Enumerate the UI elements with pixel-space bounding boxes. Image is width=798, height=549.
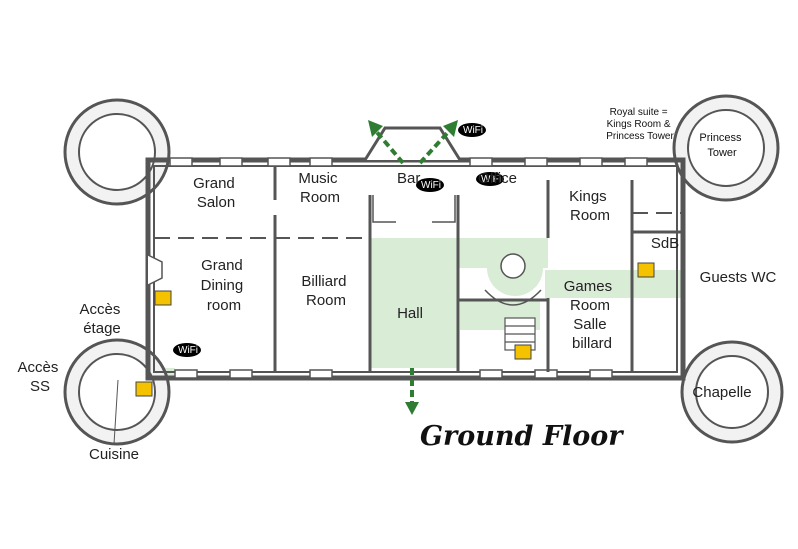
wifi-icon: WiFi <box>458 123 486 137</box>
grand-salon-label: Grand Salon <box>193 175 239 211</box>
grand-dining-label: Grand Dining room <box>201 257 248 314</box>
spiral-stair <box>484 253 542 306</box>
window-niches <box>169 157 648 379</box>
door-swings <box>372 195 456 223</box>
stairs-sign-icon <box>135 262 655 397</box>
map-title: Ground Floor <box>420 421 624 452</box>
guests-wc-label: Guests WC <box>700 269 777 286</box>
billiard-room-label: Billiard Room <box>301 273 350 309</box>
bar-bay <box>363 126 462 161</box>
room-labels: Grand Salon Music Room Bar Office Kings … <box>17 107 776 463</box>
princess-tower-label: Princess Tower <box>699 132 744 159</box>
svg-text:WiFi: WiFi <box>178 345 198 356</box>
exit-arrow-heads <box>368 120 458 415</box>
wifi-icon: WiFi <box>476 172 504 186</box>
tower-se <box>680 340 784 444</box>
music-room-label: Music Room <box>298 170 341 206</box>
wifi-icon: WiFi <box>416 178 444 192</box>
dashed-partition <box>154 212 683 239</box>
acces-etage-label: Accès étage <box>79 301 124 337</box>
svg-text:WiFi: WiFi <box>421 180 441 191</box>
salle-billard-label: Salle billard <box>572 316 612 352</box>
cuisine-leader <box>113 379 119 445</box>
royal-suite-note: Royal suite = Kings Room & Princess Towe… <box>606 107 674 142</box>
tower-nw <box>63 98 171 206</box>
west-niche <box>147 254 163 286</box>
wifi-icons: WiFi WiFi WiFi WiFi <box>173 123 504 357</box>
acces-ss-label: Accès SS <box>17 359 62 395</box>
games-room-label: Games Room <box>564 278 617 314</box>
tower-ne <box>672 94 780 202</box>
sdb-label: SdB <box>651 235 679 252</box>
svg-text:WiFi: WiFi <box>463 125 483 136</box>
wifi-icon: WiFi <box>173 343 201 357</box>
exit-arrow-icon <box>373 128 452 405</box>
interior-walls <box>273 166 683 372</box>
kings-room-label: Kings Room <box>569 188 611 224</box>
chapelle-label: Chapelle <box>692 384 751 401</box>
office-label: Office <box>478 170 517 187</box>
cuisine-label: Cuisine <box>89 446 139 463</box>
hall-label: Hall <box>397 305 423 322</box>
svg-text:WiFi: WiFi <box>481 174 501 185</box>
bar-label: Bar <box>397 170 420 187</box>
